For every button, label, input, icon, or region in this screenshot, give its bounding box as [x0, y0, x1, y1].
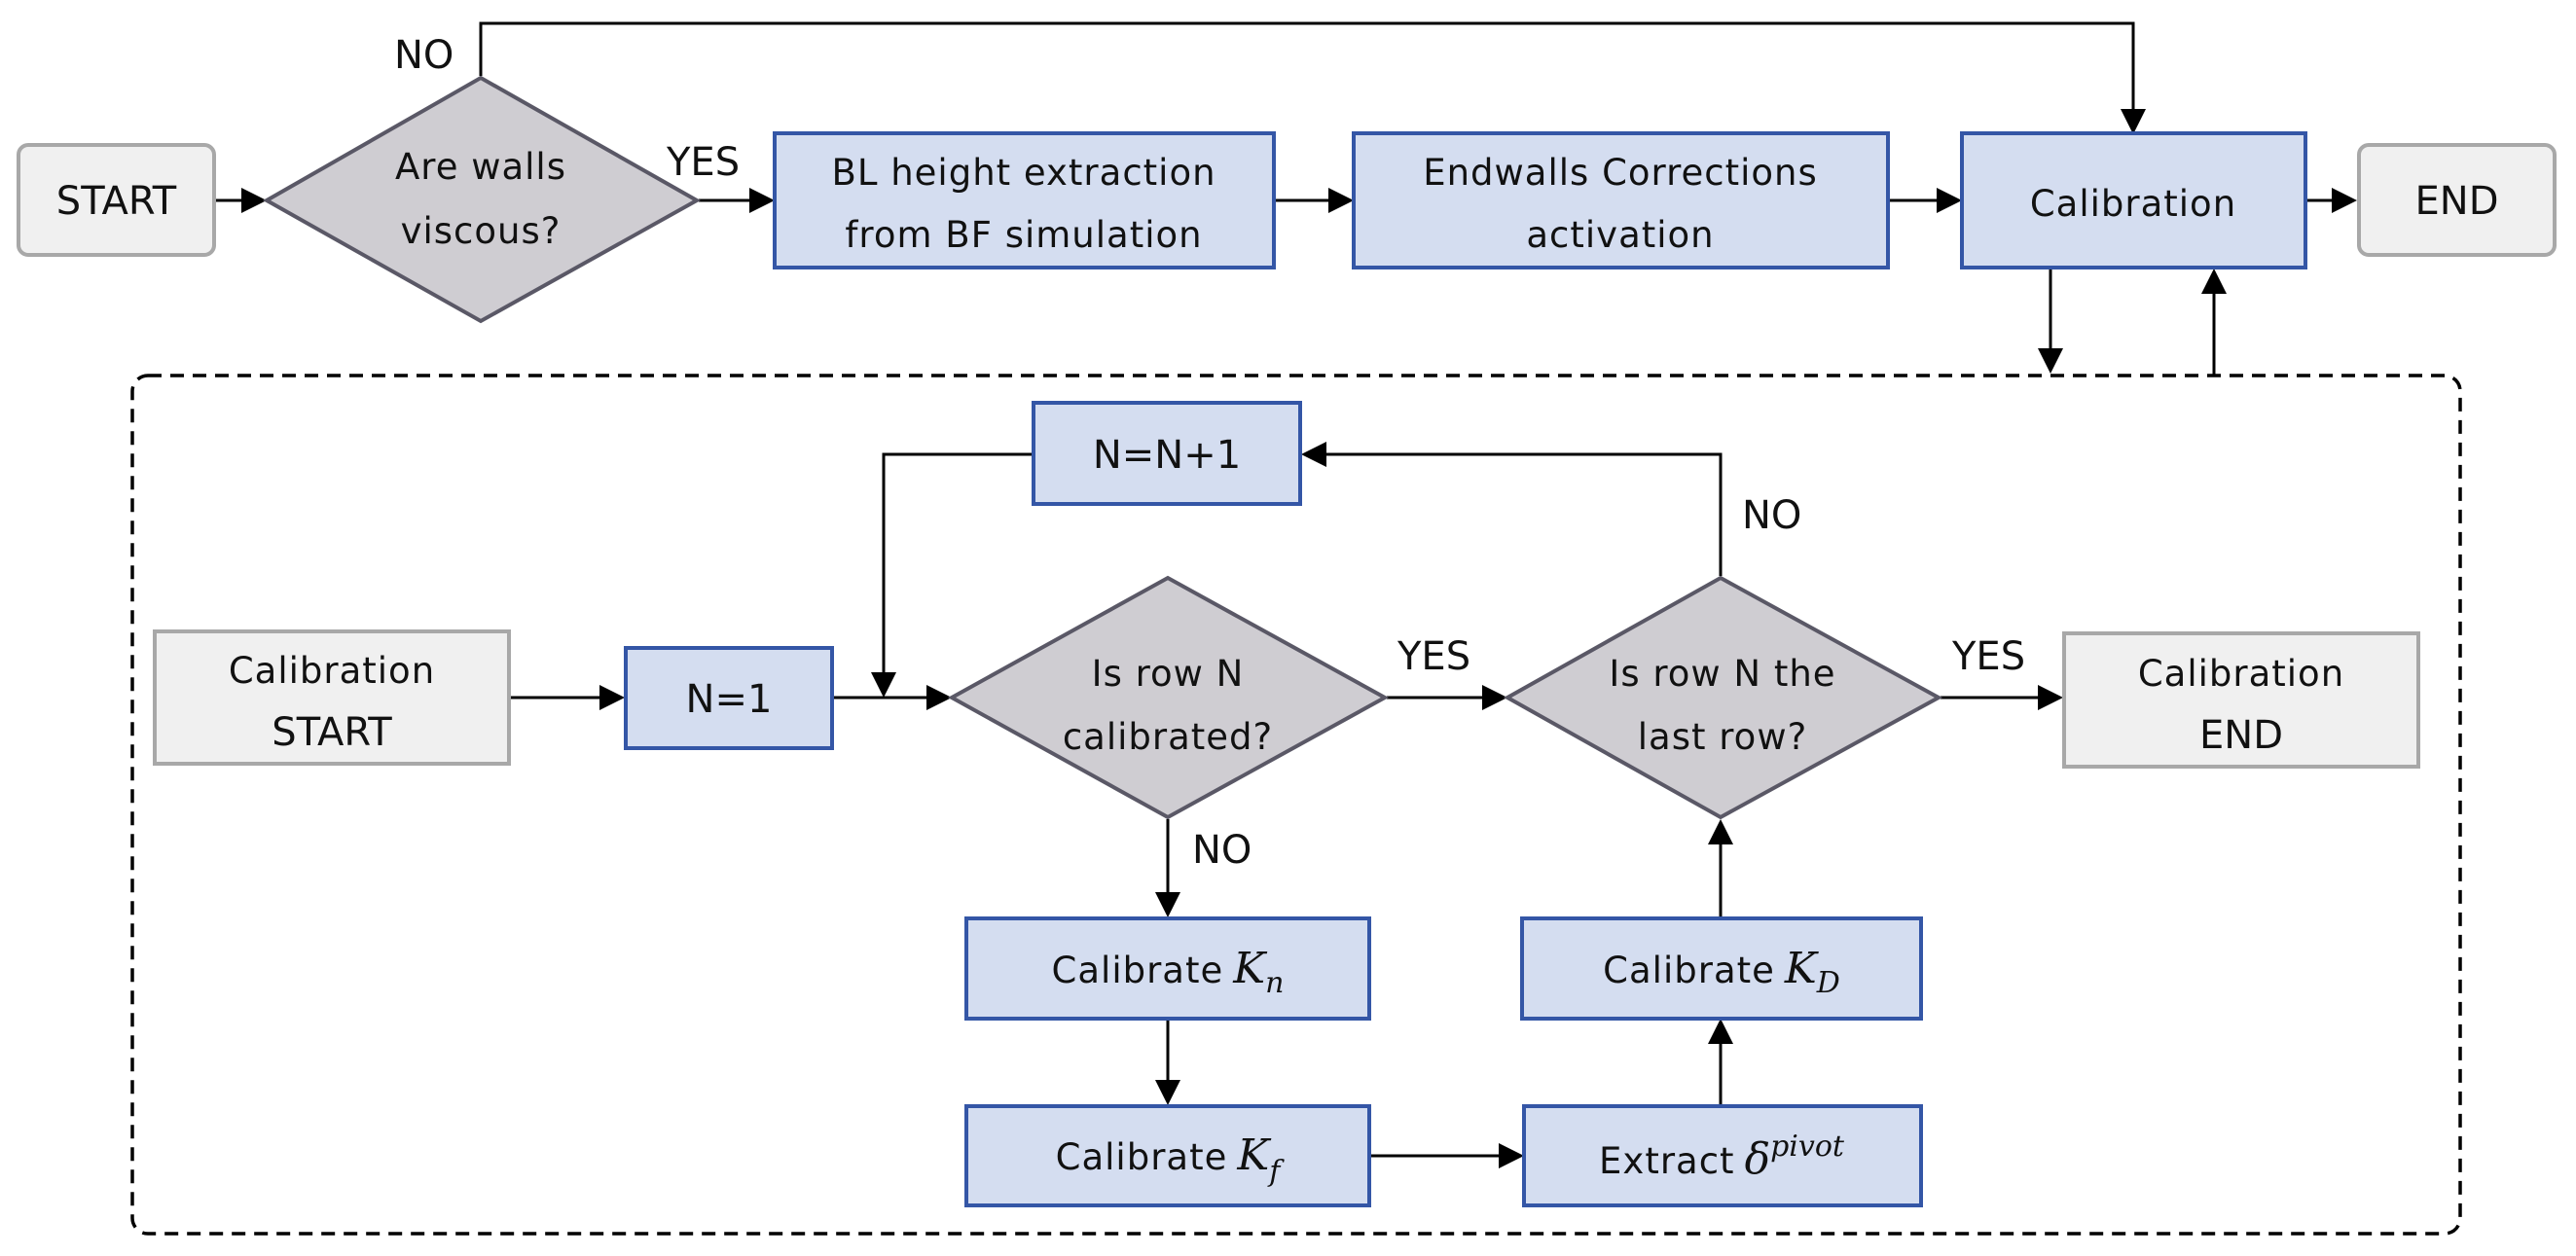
decision-viscous-line2: viscous?	[401, 210, 562, 252]
decision-row-calibrated-line1: Is row N	[1092, 653, 1245, 695]
yes-last-row-label: YES	[1951, 634, 2025, 679]
calibrate-kd-prefix: Calibrate	[1603, 950, 1775, 991]
n-init-label: N=1	[686, 677, 773, 722]
n-increment-box: N=N+1	[1032, 401, 1302, 506]
calibrate-kd-symbol: K	[1784, 944, 1819, 993]
no-row-calibrated-label: NO	[1192, 828, 1252, 873]
calibration-subprocess-frame	[130, 374, 2462, 1236]
bl-height-extraction-box: BL height extraction from BF simulation	[773, 131, 1276, 269]
start-label: START	[56, 179, 177, 224]
main-flow-connectors	[215, 21, 2357, 375]
extract-delta-superscript: pivot	[1770, 1130, 1845, 1164]
calibration-start-node: Calibration START	[153, 629, 511, 766]
calibrate-kn-subscript: n	[1265, 966, 1284, 1000]
decision-last-row: Is row N the last row?	[1503, 575, 1943, 820]
calibrate-kn-symbol: K	[1232, 944, 1267, 993]
end-node: END	[2357, 143, 2557, 257]
decision-row-calibrated: Is row N calibrated?	[947, 575, 1390, 820]
calibrate-kn-prefix: Calibrate	[1052, 950, 1224, 991]
no-bypass-label: NO	[394, 33, 454, 78]
yes-row-calibrated-label: YES	[1397, 634, 1470, 679]
calibration-box: Calibration	[1960, 131, 2307, 269]
end-label: END	[2415, 179, 2499, 224]
calib-start-line2: START	[272, 710, 392, 755]
calib-end-line2: END	[2199, 713, 2283, 758]
sub-flow-connectors	[510, 442, 2063, 1168]
extract-delta-symbol: δ	[1745, 1134, 1771, 1184]
start-node: START	[17, 143, 216, 257]
bl-extraction-line1: BL height extraction	[831, 152, 1215, 194]
bl-extraction-line2: from BF simulation	[845, 214, 1202, 256]
calibrate-kf-symbol: K	[1236, 1130, 1271, 1180]
decision-viscous-walls: Are walls viscous?	[262, 75, 702, 324]
calib-end-line1: Calibration	[2138, 653, 2344, 695]
decision-row-calibrated-line2: calibrated?	[1063, 716, 1273, 758]
extract-delta-prefix: Extract	[1599, 1140, 1735, 1182]
no-last-row-label: NO	[1742, 493, 1801, 538]
calibration-end-node: Calibration END	[2062, 631, 2420, 769]
calibrate-kf-prefix: Calibrate	[1056, 1136, 1228, 1178]
decision-viscous-line1: Are walls	[395, 146, 566, 188]
calibration-label: Calibration	[2030, 183, 2236, 225]
endwalls-line1: Endwalls Corrections	[1423, 152, 1818, 194]
decision-last-row-line2: last row?	[1638, 716, 1807, 758]
decision-last-row-line1: Is row N the	[1609, 653, 1835, 695]
n-increment-label: N=N+1	[1093, 433, 1241, 478]
yes-viscous-label: YES	[666, 140, 740, 185]
endwalls-corrections-box: Endwalls Corrections activation	[1352, 131, 1890, 269]
calib-start-line1: Calibration	[229, 650, 435, 692]
endwalls-line2: activation	[1526, 214, 1714, 256]
calibrate-kd-subscript: D	[1816, 966, 1840, 1000]
n-init-box: N=1	[624, 646, 834, 750]
